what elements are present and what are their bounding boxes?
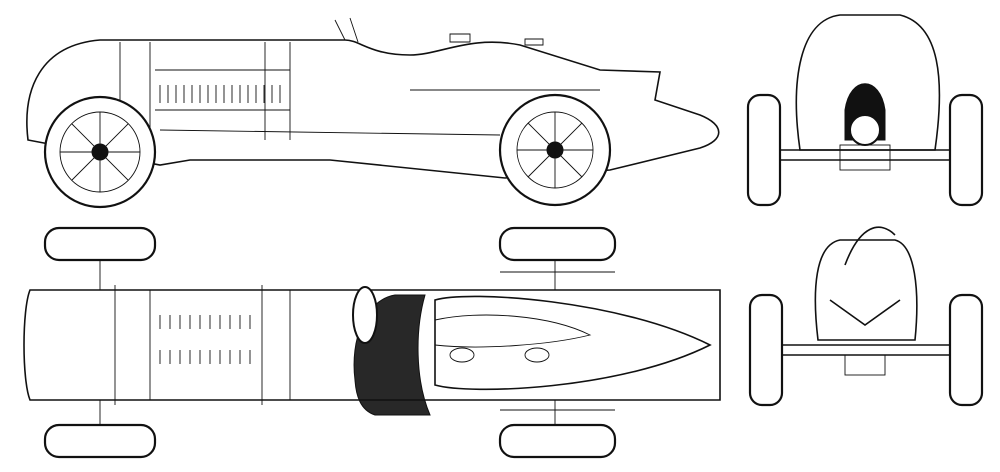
front-view	[746, 14, 984, 207]
side-louvres	[159, 85, 281, 103]
rear-view	[748, 226, 984, 407]
wheel-rear-left-top	[43, 226, 157, 262]
top-view	[23, 226, 721, 459]
side-view	[26, 17, 720, 209]
wheel-rear-right-top	[43, 423, 157, 459]
wheel-front-left-top	[498, 226, 617, 262]
front-wheel-side	[498, 93, 612, 207]
rear-wheel-side	[43, 95, 157, 209]
top-louvres	[159, 315, 251, 364]
wheel-front-right-top	[498, 423, 617, 459]
